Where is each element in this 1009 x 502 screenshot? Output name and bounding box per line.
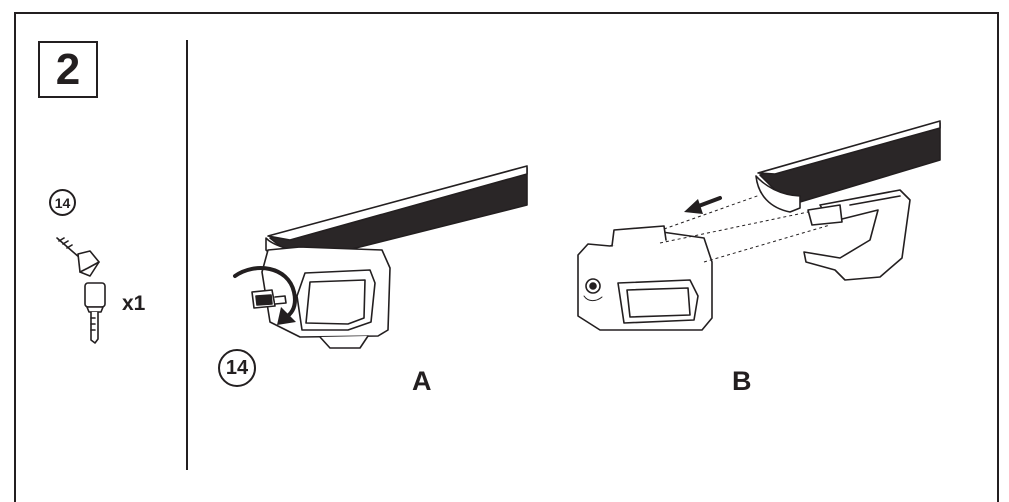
keys-illustration [56,237,106,344]
slide-arrow-icon [684,196,722,214]
column-divider [186,40,188,470]
figure-a-illustration [233,165,528,349]
figure-b-label: B [732,366,752,396]
rotate-arrow-icon [233,266,297,320]
instruction-frame [14,12,999,502]
key-quantity: x1 [122,292,146,315]
key-icon [56,237,106,344]
figure-a-part-number: 14 [218,349,256,387]
figure-a-label: A [412,366,432,396]
figure-b-illustration [577,120,941,331]
key-part-number: 14 [49,189,76,216]
page-edge [1000,0,1009,490]
step-number: 2 [38,41,98,98]
